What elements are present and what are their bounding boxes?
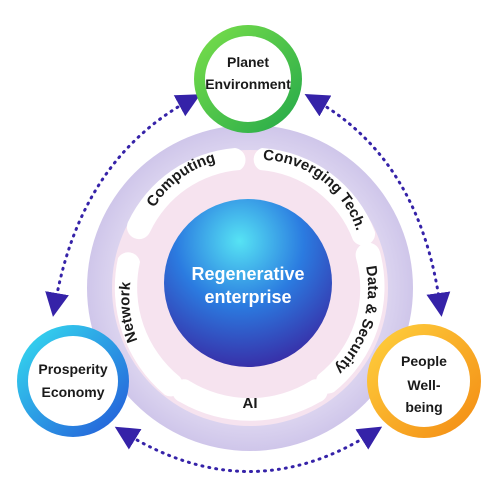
center-sphere (164, 199, 332, 367)
prosperity-label-line2: Economy (41, 384, 104, 400)
people-label-line2: Well- (407, 377, 441, 393)
planet-label-line1: Planet (227, 54, 269, 70)
prosperity-node[interactable] (28, 336, 118, 426)
planet-label-line2: Environment (205, 76, 291, 92)
people-label-line3: being (405, 399, 442, 415)
arrow-planet-prosperity (45, 94, 201, 317)
planet-node[interactable] (205, 36, 291, 122)
people-node[interactable] (378, 335, 470, 427)
prosperity-label-line1: Prosperity (38, 361, 107, 377)
center-title-line1: Regenerative (191, 264, 304, 284)
center-title-line2: enterprise (204, 287, 291, 307)
segment-ai[interactable] (172, 379, 328, 421)
label-ai: AI (243, 395, 258, 412)
arrow-prosperity-people (114, 426, 383, 473)
people-label-line1: People (401, 353, 447, 369)
arrow-planet-people (304, 94, 451, 317)
